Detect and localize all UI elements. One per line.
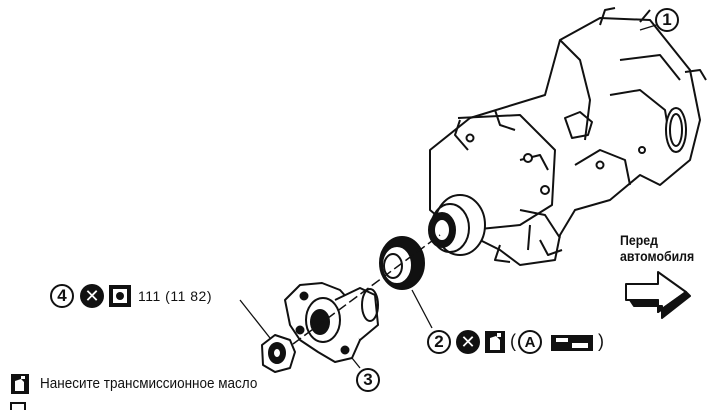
callout-1: 1 [655, 8, 679, 32]
front-arrow-icon [625, 271, 691, 319]
lubricant-a-icon: A [518, 330, 542, 354]
front-of-vehicle-label: Перед автомобиля [620, 232, 694, 264]
front-label-line1: Перед [620, 232, 658, 248]
callout-2: 2 [427, 330, 451, 354]
oil-can-icon [11, 374, 29, 394]
leader-2 [411, 289, 433, 329]
leader-4 [239, 299, 271, 339]
differential-carrier [428, 7, 707, 266]
torque-value: 111 (11 82) [138, 288, 212, 304]
side-flange [284, 282, 379, 363]
x-circle-icon: ✕ [456, 330, 480, 354]
paren-close: ) [598, 331, 604, 351]
x-circle-icon: ✕ [80, 284, 104, 308]
callout-4: 4 [50, 284, 74, 308]
legend-oil-text: Нанесите трансмиссионное масло [40, 375, 258, 392]
nut [261, 334, 296, 373]
oil-can-icon [485, 331, 505, 353]
leader-3 [351, 357, 361, 369]
paren-open: ( [510, 331, 516, 351]
assembly-axis-line [292, 234, 441, 345]
torque-wrench-icon [109, 285, 131, 307]
special-tool-icon [551, 335, 593, 351]
legend-next-symbol [10, 402, 26, 410]
front-label-line2: автомобиля [620, 248, 695, 264]
callout-3: 3 [356, 368, 380, 392]
